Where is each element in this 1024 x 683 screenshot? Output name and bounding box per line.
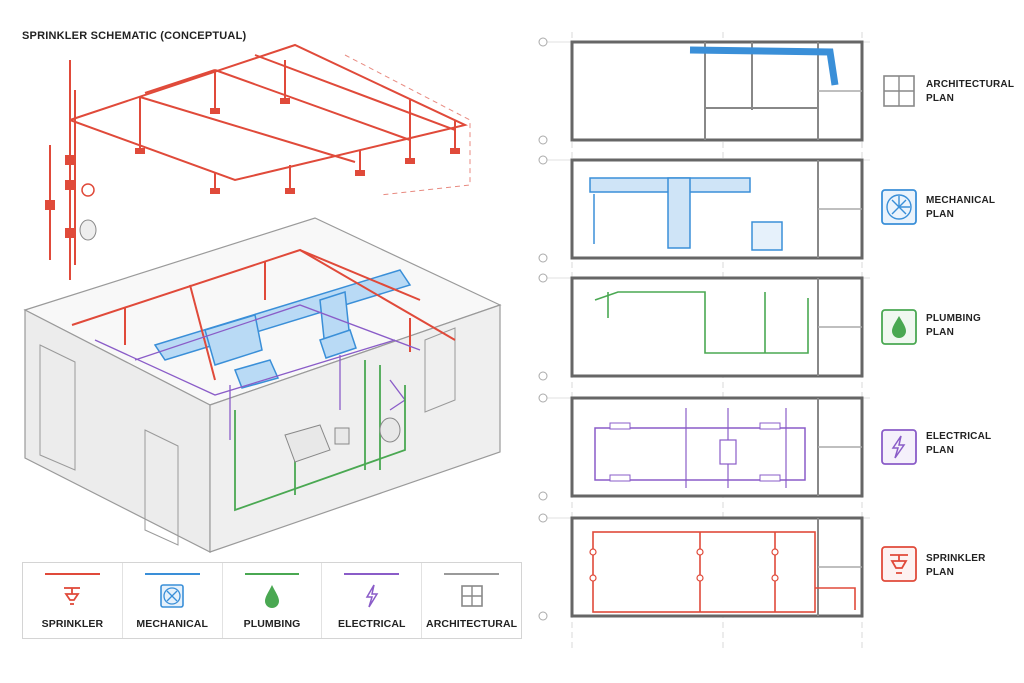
sprinkler-room xyxy=(71,248,456,381)
grid-bubble xyxy=(538,513,548,523)
legend-swatch xyxy=(144,573,200,575)
legend-architectural: ARCHITECTURAL xyxy=(422,563,521,638)
grid-bubble xyxy=(538,611,548,621)
legend-swatch xyxy=(444,573,499,575)
window-grid-icon xyxy=(883,75,915,107)
dashed-outline xyxy=(344,54,471,196)
panel xyxy=(719,439,737,465)
grid-bubble xyxy=(538,135,548,145)
sprinkler-head xyxy=(696,548,704,556)
window-grid-icon xyxy=(460,585,483,607)
plan-outline xyxy=(570,516,864,618)
legend-plumbing: PLUMBING xyxy=(223,563,323,638)
room-walls xyxy=(23,217,502,553)
sprinkler-head-icon xyxy=(64,587,81,605)
fixture xyxy=(609,422,631,430)
lightning-icon xyxy=(365,584,379,608)
duct xyxy=(667,177,691,249)
sprinkler-schematic-upper xyxy=(49,43,469,280)
duct xyxy=(689,46,839,86)
grid-bubble xyxy=(538,273,548,283)
circuit xyxy=(594,427,806,481)
legend-label: SPRINKLER xyxy=(41,618,104,630)
sprinkler-head xyxy=(771,548,779,556)
plan-plumbing xyxy=(570,276,864,378)
legend-label: PLUMBING xyxy=(243,618,301,630)
grid-bubble xyxy=(538,253,548,263)
grid-bubble xyxy=(538,155,548,165)
legend-swatch xyxy=(45,573,100,575)
plan-outline xyxy=(570,276,864,378)
fan-icon xyxy=(160,584,184,608)
fixtures xyxy=(284,417,401,463)
fixture xyxy=(609,474,631,482)
plan-sprinkler xyxy=(570,516,864,618)
sprinkler-head xyxy=(589,548,597,556)
legend-label: ARCHITECTURAL xyxy=(426,618,518,630)
mechanical-duct xyxy=(153,269,412,389)
legend-electrical: ELECTRICAL xyxy=(322,563,423,638)
legend-sprinkler: SPRINKLER xyxy=(23,563,123,638)
sprinkler-head xyxy=(696,574,704,582)
water-drop-icon xyxy=(881,309,917,345)
legend-swatch xyxy=(244,573,300,575)
legend-label: ELECTRICAL xyxy=(338,618,406,630)
page-title: SPRINKLER SCHEMATIC (CONCEPTUAL) xyxy=(22,30,247,42)
grid-bubble xyxy=(538,393,548,403)
fan-icon xyxy=(881,189,917,225)
grid-bubble xyxy=(538,491,548,501)
grid-bubble xyxy=(538,37,548,47)
plan-outline xyxy=(570,40,864,142)
floor-plans xyxy=(538,32,870,652)
sprinkler-pipe xyxy=(815,587,856,610)
pipe xyxy=(594,291,809,354)
fixture xyxy=(759,422,781,430)
fixture xyxy=(759,474,781,482)
grid-bubble xyxy=(538,371,548,381)
plan-outline xyxy=(570,158,864,260)
room-details xyxy=(39,327,456,546)
sprinkler-head xyxy=(589,574,597,582)
sprinkler-head xyxy=(771,574,779,582)
diffuser xyxy=(751,221,783,251)
lightning-icon xyxy=(881,429,917,465)
sprinkler-head-icon xyxy=(881,546,917,582)
legend-swatch xyxy=(344,573,400,575)
sprinkler-heads-upper xyxy=(45,98,460,238)
legend-bar: SPRINKLER MECHANICAL PLUMBING ELECTRICAL… xyxy=(22,562,522,639)
legend-mechanical: MECHANICAL xyxy=(123,563,223,638)
plan-mechanical xyxy=(570,46,864,260)
legend-label: MECHANICAL xyxy=(136,618,208,630)
plan-architectural xyxy=(570,40,864,142)
water-drop-icon xyxy=(264,585,279,608)
sprinkler-pipe xyxy=(592,531,816,613)
plan-electrical xyxy=(570,396,864,498)
